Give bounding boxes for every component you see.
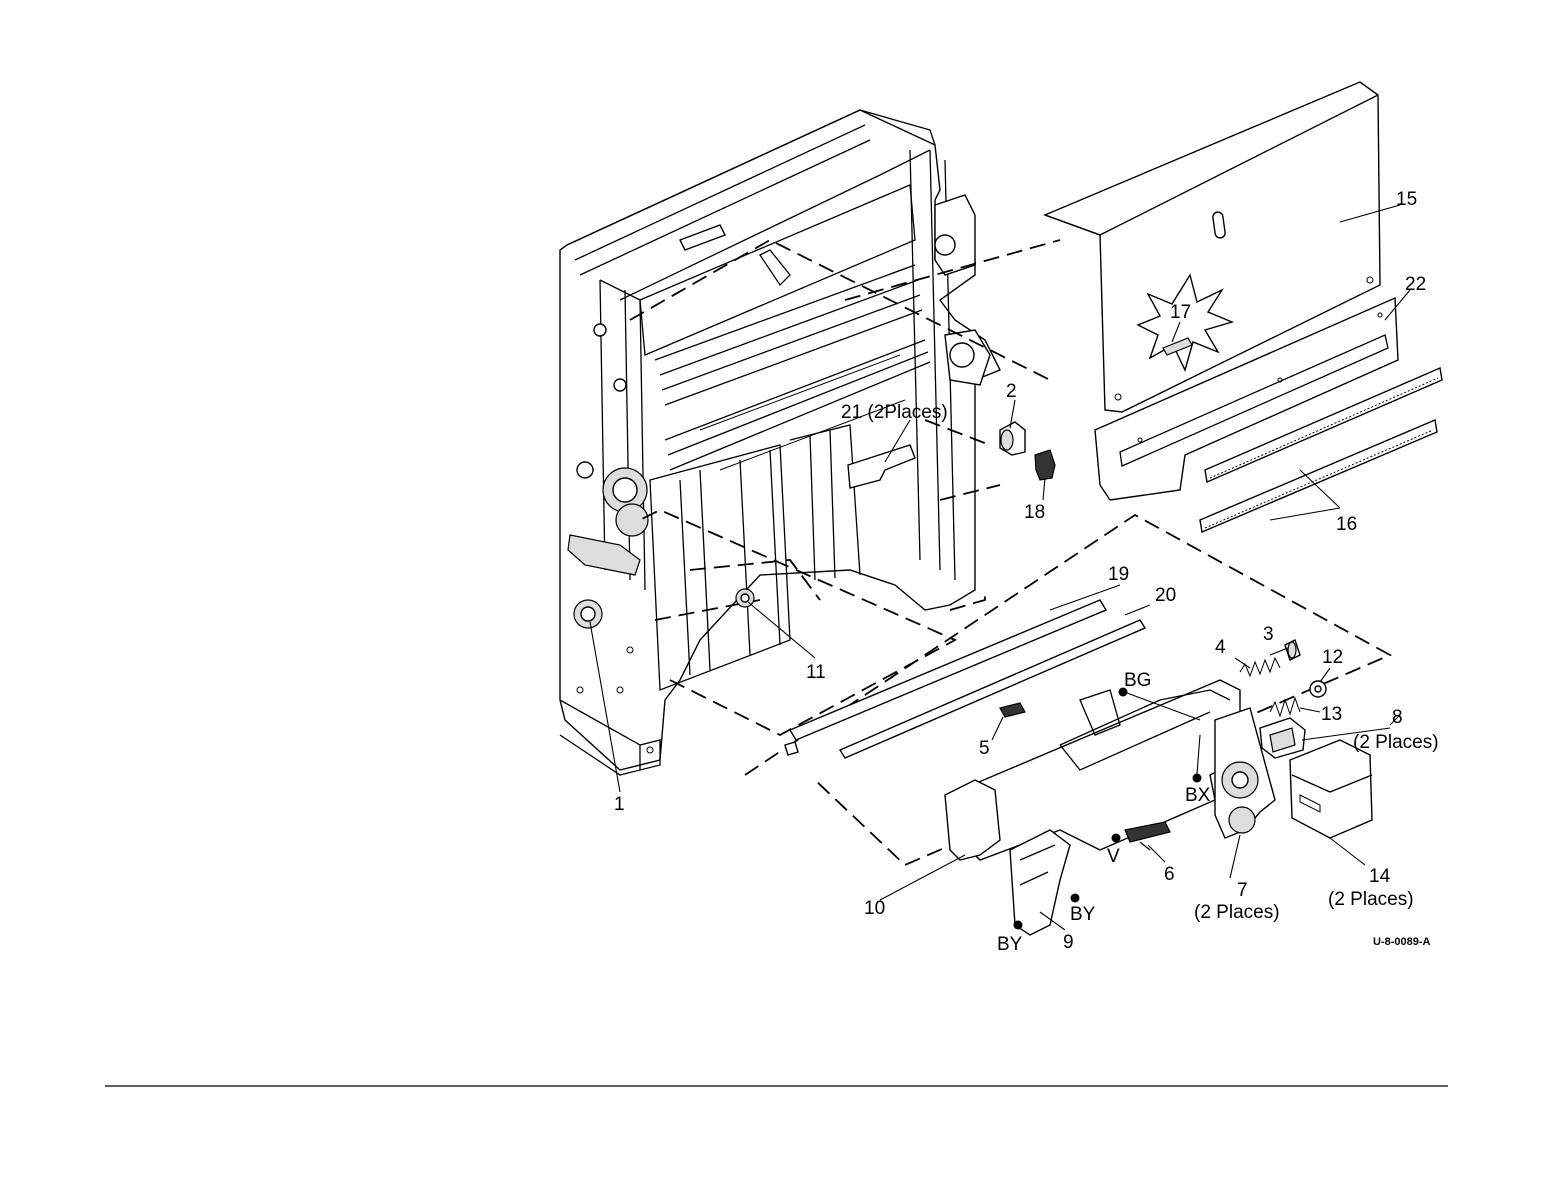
callout-11: 11 [806,662,826,683]
callout-10: 10 [864,898,885,919]
callout-8: 8 [1392,707,1403,728]
callout-8-note: (2 Places) [1353,732,1439,753]
callout-6: 6 [1164,864,1175,885]
connector-by-left-label: BY [997,934,1023,955]
connector-bx-label: BX [1185,785,1211,806]
callout-5: 5 [979,738,990,759]
callout-19: 19 [1108,564,1129,585]
connector-by-right-label: BY [1070,904,1096,925]
lower-bracket-assembly [945,680,1275,935]
connector-v-dot [1112,834,1121,843]
callout-12: 12 [1322,647,1343,668]
connector-v-label: V [1107,846,1120,867]
callout-21: 21 (2Places) [841,402,948,423]
connector-by-left-dot [1014,921,1023,930]
callout-7-note: (2 Places) [1194,902,1280,923]
callout-16: 16 [1336,514,1357,535]
callout-2: 2 [1006,381,1017,402]
connector-bx-dot [1193,774,1202,783]
callout-22: 22 [1405,274,1426,295]
callout-14: 14 [1369,866,1391,887]
callout-3: 3 [1263,624,1274,645]
callout-4: 4 [1215,637,1226,658]
callout-9: 9 [1063,932,1074,953]
callout-7: 7 [1237,880,1248,901]
connector-bg-label: BG [1124,670,1151,691]
diagram-id: U-8-0089-A [1373,936,1431,948]
callout-20: 20 [1155,585,1176,606]
connector-by-right-dot [1071,894,1080,903]
callout-1: 1 [614,794,625,815]
callout-15: 15 [1396,189,1417,210]
callout-17: 17 [1170,302,1191,323]
callout-14-note: (2 Places) [1328,889,1414,910]
callout-18: 18 [1024,502,1045,523]
callout-13: 13 [1321,704,1342,725]
